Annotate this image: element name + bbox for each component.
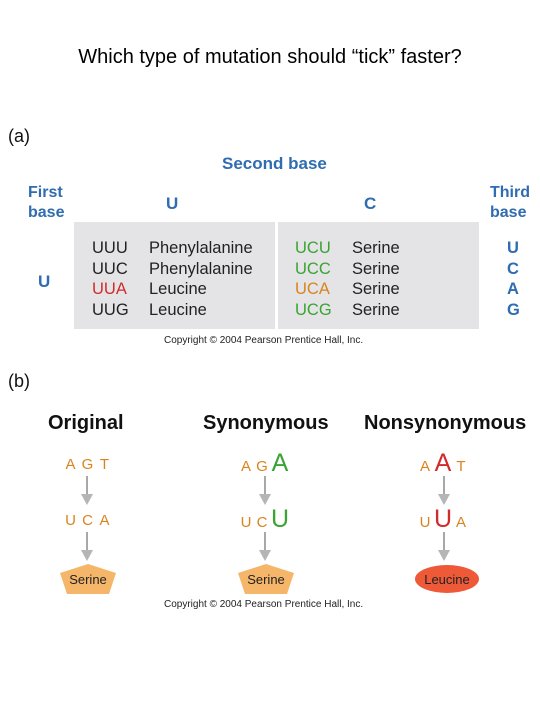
leucine-ellipse-nonsynonymous: Leucine: [414, 564, 480, 594]
arrow-down-icon: [258, 476, 272, 506]
serine-pentagon-synonymous: Serine: [237, 563, 295, 595]
amino-acid: Serine: [352, 300, 400, 319]
amino-acid: Serine: [352, 280, 400, 298]
column-u-header: U: [166, 194, 179, 213]
product-label: Serine: [69, 572, 107, 587]
arrow-down-icon: [80, 532, 94, 562]
table-divider: [275, 222, 278, 329]
third-base-letters: U C A G: [507, 239, 520, 319]
codon: UUC: [92, 259, 128, 278]
page-title: Which type of mutation should “tick” fas…: [78, 46, 462, 68]
codon: UCG: [295, 300, 332, 319]
product-label: Leucine: [424, 572, 470, 587]
codon: UCC: [295, 259, 331, 278]
heading-nonsynonymous: Nonsynonymous: [364, 412, 527, 434]
heading-synonymous: Synonymous: [203, 412, 329, 434]
second-base-label: Second base: [222, 154, 327, 173]
row-u-header: U: [38, 272, 51, 291]
panel-a-label: (a): [8, 126, 30, 146]
arrow-down-icon: [258, 532, 272, 562]
serine-pentagon-original: Serine: [59, 563, 117, 595]
c-amino-list: Serine Serine Serine Serine: [352, 238, 400, 320]
amino-acid: Leucine: [149, 280, 207, 298]
third-base-label: Third base: [490, 184, 530, 221]
copyright-a: Copyright © 2004 Pearson Prentice Hall, …: [164, 335, 364, 346]
codon: UUG: [92, 300, 129, 319]
arrow-down-icon: [437, 532, 451, 562]
u-amino-list: Phenylalanine Phenylalanine Leucine Leuc…: [149, 238, 253, 320]
heading-original: Original: [48, 412, 124, 434]
c-codon-list: UCU UCC UCA UCG: [295, 238, 332, 320]
first-base-label: First base: [28, 184, 65, 221]
arrow-down-icon: [437, 476, 451, 506]
amino-acid: Phenylalanine: [149, 259, 253, 278]
codon: UUU: [92, 239, 128, 257]
codon: UCU: [295, 239, 331, 257]
arrow-down-icon: [80, 476, 94, 506]
u-codon-list: UUU UUC UUA UUG: [92, 238, 129, 320]
panel-b-label: (b): [8, 371, 30, 391]
codon: UUA: [92, 280, 127, 298]
product-label: Serine: [247, 572, 285, 587]
copyright-b: Copyright © 2004 Pearson Prentice Hall, …: [164, 599, 364, 610]
amino-acid: Phenylalanine: [149, 239, 253, 257]
amino-acid: Serine: [352, 259, 400, 278]
column-c-header: C: [364, 194, 377, 213]
codon: UCA: [295, 280, 330, 298]
amino-acid: Serine: [352, 239, 400, 257]
amino-acid: Leucine: [149, 300, 207, 319]
